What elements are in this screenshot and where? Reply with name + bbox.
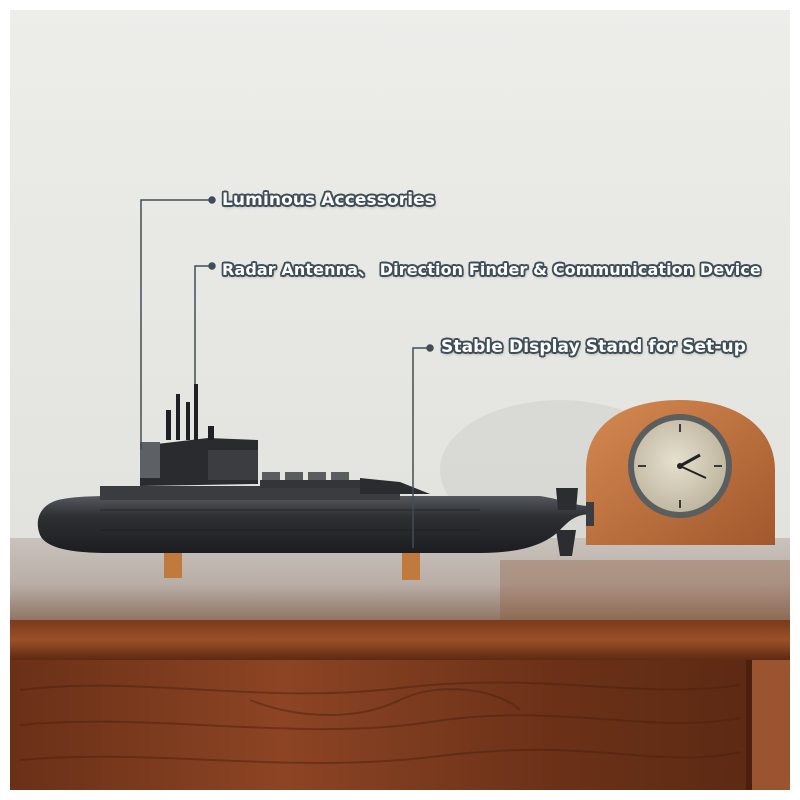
mantel-clock	[586, 400, 775, 545]
tabletop-reflection	[500, 560, 790, 620]
cabinet-divider	[746, 660, 752, 790]
callout-radar-antenna: Radar Antenna、 Direction Finder & Commun…	[222, 260, 761, 279]
callout-leaders	[140, 196, 434, 548]
table-edge	[10, 620, 790, 660]
cabinet-side	[752, 660, 790, 790]
wood-grain	[19, 681, 741, 765]
callout-display-stand: Stable Display Stand for Set-up	[441, 337, 747, 357]
display-stand-left	[164, 546, 182, 578]
display-stand-right	[402, 548, 420, 580]
cabinet-front	[10, 660, 790, 790]
submarine-model	[37, 384, 594, 556]
callout-luminous-accessories: Luminous Accessories	[222, 190, 436, 210]
